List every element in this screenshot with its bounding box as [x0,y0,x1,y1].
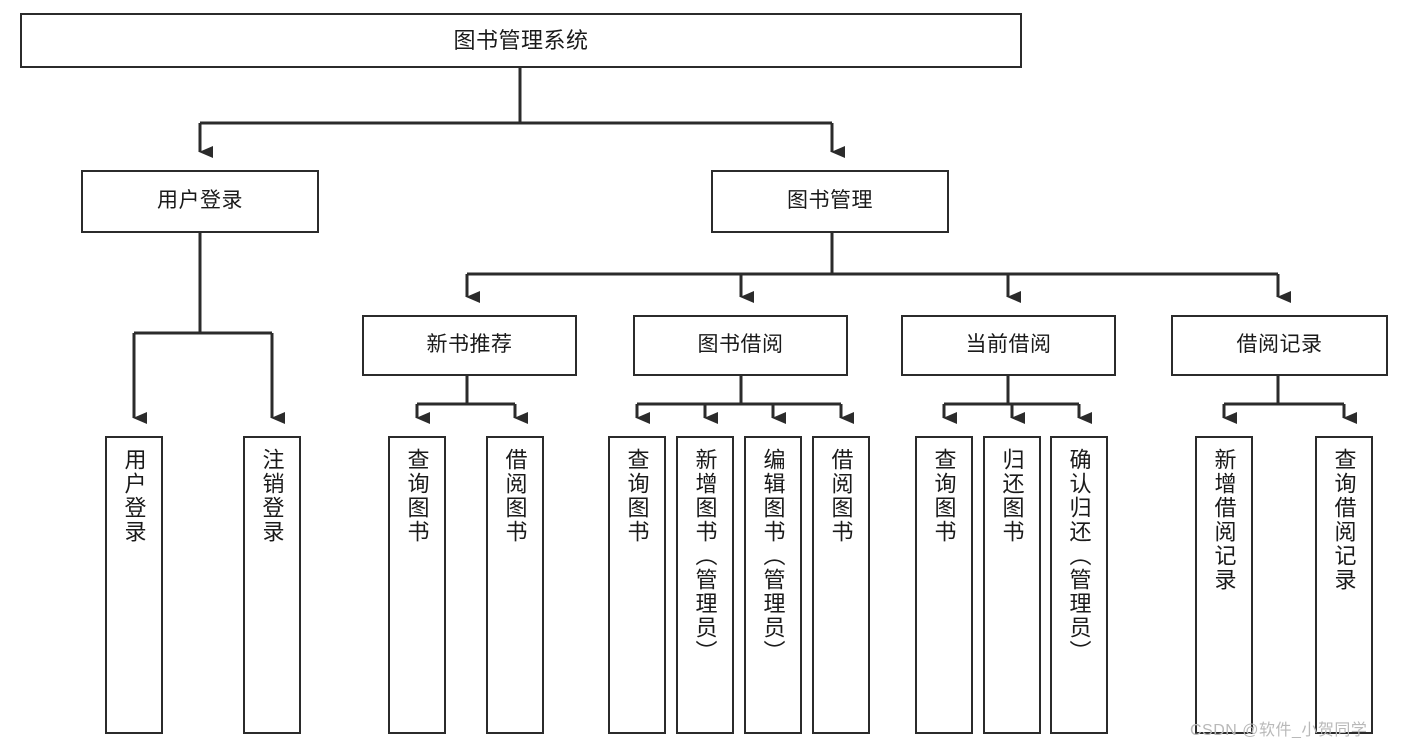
node-book-management[interactable]: 图书管理 [711,170,949,233]
leaf-return-books-label: 归还图书 [999,448,1025,544]
leaf-query-books-newbook-label: 查询图书 [404,448,430,544]
leaf-add-book-admin-label: 新增图书（管理员） [692,448,718,664]
node-book-borrow[interactable]: 图书借阅 [633,315,848,376]
leaf-logout[interactable]: 注销登录 [243,436,301,734]
leaf-borrow-books-label: 借阅图书 [828,448,854,544]
node-user-login[interactable]: 用户登录 [81,170,319,233]
leaf-borrow-books[interactable]: 借阅图书 [812,436,870,734]
leaf-edit-book-admin[interactable]: 编辑图书（管理员） [744,436,802,734]
leaf-add-book-admin[interactable]: 新增图书（管理员） [676,436,734,734]
leaf-add-borrow-record-label: 新增借阅记录 [1211,448,1237,592]
node-borrow-record-label: 借阅记录 [1236,333,1323,357]
leaf-user-login[interactable]: 用户登录 [105,436,163,734]
csdn-watermark: CSDN @软件_小贺同学 [1190,722,1368,739]
leaf-query-books-borrow-label: 查询图书 [624,448,650,544]
node-borrow-record[interactable]: 借阅记录 [1171,315,1388,376]
node-new-book-recommend-label: 新书推荐 [426,333,513,357]
leaf-query-books-current[interactable]: 查询图书 [915,436,973,734]
leaf-borrow-books-newbook-label: 借阅图书 [502,448,528,544]
node-new-book-recommend[interactable]: 新书推荐 [362,315,577,376]
leaf-user-login-label: 用户登录 [121,448,147,544]
leaf-query-books-current-label: 查询图书 [931,448,957,544]
node-root-label: 图书管理系统 [453,27,589,53]
node-book-management-label: 图书管理 [787,189,873,213]
leaf-confirm-return-admin[interactable]: 确认归还（管理员） [1050,436,1108,734]
leaf-borrow-books-newbook[interactable]: 借阅图书 [486,436,544,734]
node-user-login-label: 用户登录 [157,189,243,213]
leaf-edit-book-admin-label: 编辑图书（管理员） [760,448,786,664]
leaf-return-books[interactable]: 归还图书 [983,436,1041,734]
node-root[interactable]: 图书管理系统 [20,13,1022,68]
leaf-query-books-newbook[interactable]: 查询图书 [388,436,446,734]
node-current-borrow-label: 当前借阅 [965,333,1052,357]
node-current-borrow[interactable]: 当前借阅 [901,315,1116,376]
leaf-query-borrow-record[interactable]: 查询借阅记录 [1315,436,1373,734]
leaf-logout-label: 注销登录 [259,448,285,544]
leaf-confirm-return-admin-label: 确认归还（管理员） [1066,448,1092,664]
leaf-query-books-borrow[interactable]: 查询图书 [608,436,666,734]
leaf-query-borrow-record-label: 查询借阅记录 [1331,448,1357,592]
node-book-borrow-label: 图书借阅 [697,333,784,357]
leaf-add-borrow-record[interactable]: 新增借阅记录 [1195,436,1253,734]
